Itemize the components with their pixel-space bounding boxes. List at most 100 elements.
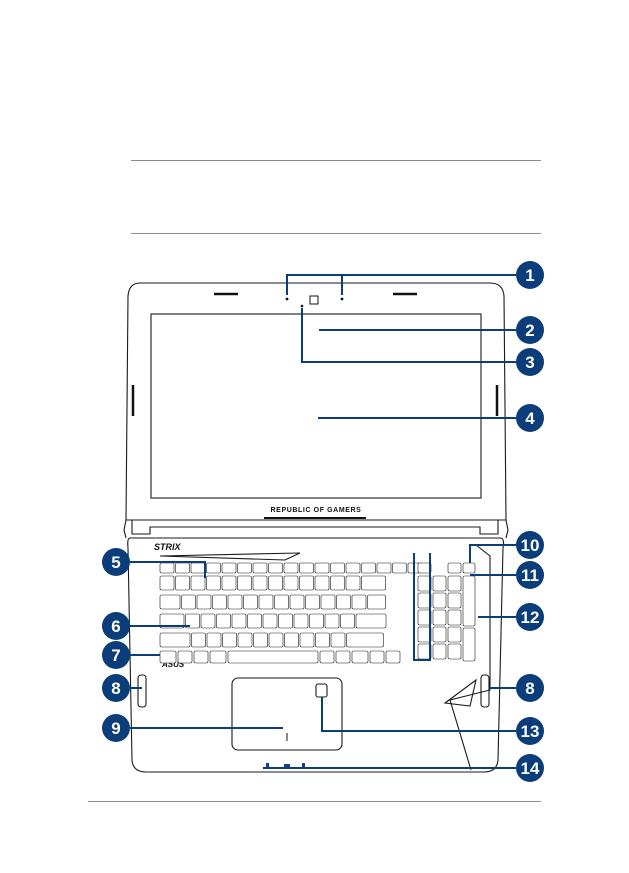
svg-text:14: 14 <box>521 759 540 778</box>
keyboard-key <box>268 632 284 648</box>
keyboard-key <box>432 643 447 660</box>
keyboard-key <box>268 562 283 574</box>
keyboard-key <box>447 626 462 643</box>
hinge <box>123 519 509 539</box>
keyboard-key <box>314 575 330 591</box>
keyboard-key <box>175 575 190 591</box>
svg-text:1: 1 <box>525 266 534 285</box>
keyboard-key <box>190 575 206 591</box>
display-panel <box>150 313 482 499</box>
keyboard-key <box>212 594 227 610</box>
touchpad-fingerprint-sensor <box>315 683 328 698</box>
callout-14 <box>516 754 544 782</box>
keyboard-key <box>447 592 462 609</box>
keyboard-key <box>209 650 227 664</box>
keyboard-key <box>206 632 222 648</box>
keyboard-key <box>319 650 335 664</box>
keyboard-key <box>369 650 385 664</box>
svg-text:8: 8 <box>111 679 120 698</box>
keyboard-key <box>262 613 278 629</box>
keyboard-key <box>376 562 392 574</box>
callout-13 <box>516 717 544 745</box>
keyboard-key <box>315 632 330 648</box>
keyboard-key <box>293 613 309 629</box>
callout-6 <box>102 612 130 640</box>
svg-text:4: 4 <box>525 409 535 428</box>
microphone-right <box>340 297 344 301</box>
keyboard-key <box>206 562 221 574</box>
keyboard-key <box>247 613 262 629</box>
svg-text:3: 3 <box>525 353 534 372</box>
svg-text:8: 8 <box>525 679 534 698</box>
camera-indicator <box>300 304 304 308</box>
speaker-right <box>480 674 490 708</box>
keyboard-key <box>351 594 367 610</box>
svg-text:2: 2 <box>525 321 534 340</box>
keyboard-key <box>283 575 299 591</box>
keyboard-key <box>432 626 447 643</box>
svg-text:7: 7 <box>111 646 120 665</box>
laptop-lid: REPUBLIC OF GAMERS <box>125 282 507 521</box>
keyboard-key <box>175 562 190 574</box>
screen-brand-logo: REPUBLIC OF GAMERS <box>271 507 362 514</box>
svg-text:12: 12 <box>521 608 540 627</box>
svg-text:13: 13 <box>521 722 540 741</box>
callout-10 <box>516 531 544 559</box>
svg-text:9: 9 <box>111 719 120 738</box>
keyboard-key <box>237 562 252 574</box>
microphone-left <box>285 297 289 301</box>
callout-1 <box>516 261 544 289</box>
keyboard-brand-logo: ASUS <box>161 660 185 669</box>
keyboard-key <box>227 650 319 664</box>
keyboard-key <box>227 594 243 610</box>
keyboard-key <box>196 594 212 610</box>
svg-text:11: 11 <box>521 566 539 585</box>
keyboard-key <box>385 650 401 664</box>
keyboard <box>159 562 476 664</box>
keyboard-key <box>392 562 407 574</box>
speaker-left <box>137 674 147 708</box>
keyboard-key <box>462 562 476 574</box>
keyboard-key <box>345 575 361 591</box>
keyboard-key <box>222 632 237 648</box>
keyboard-key <box>447 643 462 660</box>
keyboard-key <box>159 594 181 610</box>
keyboard-key <box>324 613 340 629</box>
keyboard-key <box>191 632 206 648</box>
laptop-base: STRIX ASUS <box>127 537 505 773</box>
keyboard-key <box>216 613 231 629</box>
webcam <box>309 295 319 305</box>
keyboard-key <box>159 650 177 664</box>
keyboard-key <box>159 562 175 574</box>
keyboard-key <box>159 632 191 648</box>
keyboard-key <box>181 594 196 610</box>
keyboard-key <box>190 562 206 574</box>
keyboard-key <box>447 609 462 626</box>
top-divider <box>131 160 541 161</box>
keyboard-key <box>340 613 355 629</box>
callout-8-left <box>102 674 130 702</box>
svg-text:6: 6 <box>111 617 120 636</box>
keyboard-key <box>268 575 283 591</box>
callout-leaders <box>130 274 516 769</box>
keyboard-key <box>243 594 258 610</box>
keyboard-key <box>432 609 447 626</box>
keyboard-key <box>231 613 247 629</box>
status-indicator-3 <box>302 763 305 768</box>
keyboard-key <box>289 594 305 610</box>
keyboard-key <box>185 613 200 629</box>
keyboard-key <box>283 562 299 574</box>
status-indicator-2 <box>284 764 290 767</box>
keyboard-key <box>221 575 237 591</box>
keyboard-key <box>351 650 369 664</box>
keyboard-key <box>258 594 274 610</box>
callout-7 <box>102 641 130 669</box>
footer-divider <box>88 801 541 802</box>
svg-text:10: 10 <box>521 536 540 555</box>
keyboard-key <box>252 562 268 574</box>
keyboard-key <box>432 592 447 609</box>
keyboard-key <box>206 575 221 591</box>
keyboard-key <box>367 594 386 610</box>
keyboard-key <box>274 594 289 610</box>
